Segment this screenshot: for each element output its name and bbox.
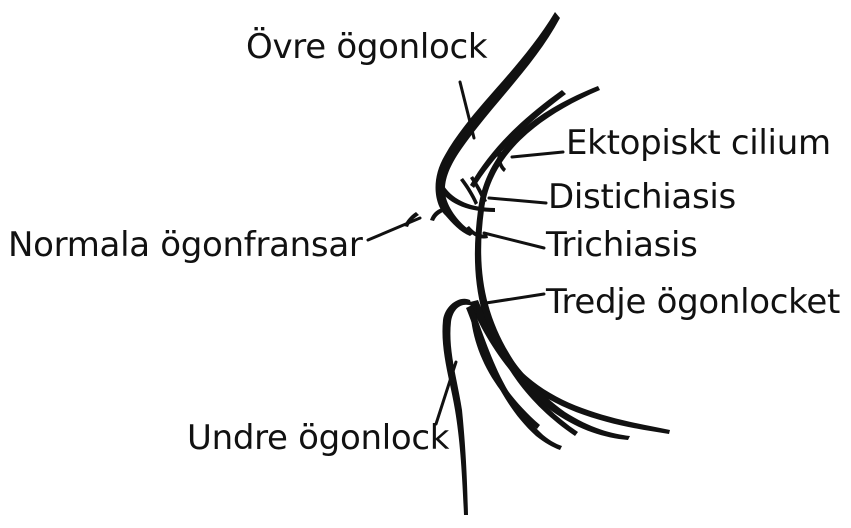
label-distichiasis: Distichiasis — [548, 180, 736, 214]
leader-normal-lashes — [368, 218, 420, 240]
label-upper-eyelid: Övre ögonlock — [246, 30, 487, 64]
leader-third-eyelid — [486, 294, 544, 303]
leader-trichiasis — [484, 233, 544, 248]
label-ectopic-cilium: Ektopiskt cilium — [566, 126, 831, 160]
lower-eyelid-inner — [466, 305, 562, 450]
lower-eyelid — [442, 299, 472, 515]
label-lower-eyelid: Undre ögonlock — [187, 421, 449, 455]
label-trichiasis: Trichiasis — [546, 228, 698, 262]
leader-distichiasis — [489, 198, 546, 203]
label-normal-lashes: Normala ögonfransar — [8, 228, 363, 262]
normal-lash — [430, 208, 445, 221]
leader-ectopic-cilium — [512, 152, 563, 157]
label-third-eyelid: Tredje ögonlocket — [546, 285, 840, 319]
